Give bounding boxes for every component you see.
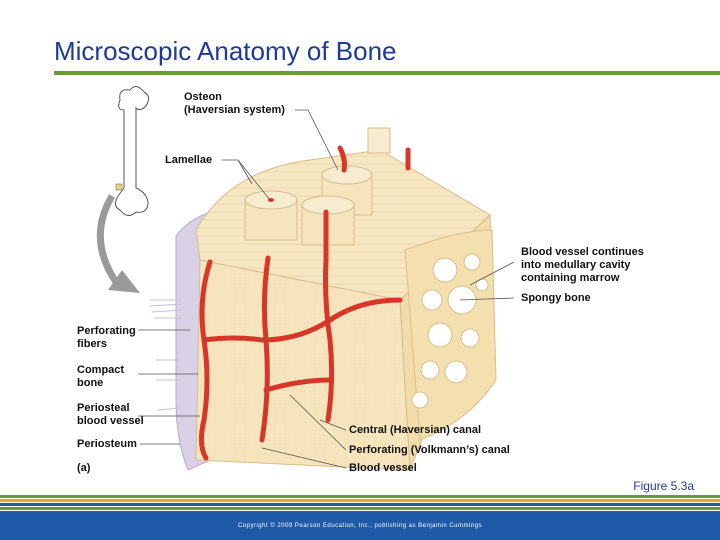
femur-icon bbox=[114, 86, 150, 216]
leader-lines bbox=[138, 109, 515, 469]
spongy-bone bbox=[404, 229, 497, 441]
label-haversian-system: (Haversian system) bbox=[184, 104, 285, 116]
label-lamellae: Lamellae bbox=[165, 154, 213, 166]
footer-stripes bbox=[0, 495, 720, 514]
label-blood-vessel-continues: Blood vessel continues bbox=[521, 246, 644, 258]
figure-number: Figure 5.3a bbox=[633, 479, 694, 493]
osteon-cylinders bbox=[244, 127, 391, 246]
label-perforating-fibers-1: Perforating bbox=[77, 325, 136, 337]
enlarge-arrow-icon bbox=[96, 194, 121, 288]
slide-title: Microscopic Anatomy of Bone bbox=[54, 36, 397, 66]
copyright-text: Copyright © 2009 Pearson Education, Inc.… bbox=[237, 523, 483, 529]
label-medullary-cavity: into medullary cavity bbox=[521, 259, 631, 271]
label-panel-a: (a) bbox=[77, 462, 91, 474]
footer-band bbox=[0, 514, 720, 540]
label-blood-vessel: Blood vessel bbox=[349, 462, 417, 474]
label-perforating-fibers-2: fibers bbox=[77, 338, 107, 350]
label-periosteal-2: blood vessel bbox=[77, 415, 144, 427]
label-containing-marrow: containing marrow bbox=[521, 272, 620, 284]
title-rule bbox=[54, 71, 720, 75]
label-compact-bone-1: Compact bbox=[77, 364, 125, 376]
perforating-fibers bbox=[149, 299, 183, 411]
blood-vessels bbox=[198, 145, 411, 461]
label-compact-bone-2: bone bbox=[77, 377, 104, 389]
label-periosteum: Periosteum bbox=[77, 438, 137, 450]
label-osteon: Osteon bbox=[184, 91, 222, 103]
label-spongy-bone: Spongy bone bbox=[521, 292, 591, 304]
label-perforating-canal: Perforating (Volkmann’s) canal bbox=[349, 444, 510, 456]
label-central-canal: Central (Haversian) canal bbox=[349, 424, 482, 436]
arrow-head-icon bbox=[108, 270, 140, 293]
label-periosteal-1: Periosteal bbox=[77, 402, 130, 414]
